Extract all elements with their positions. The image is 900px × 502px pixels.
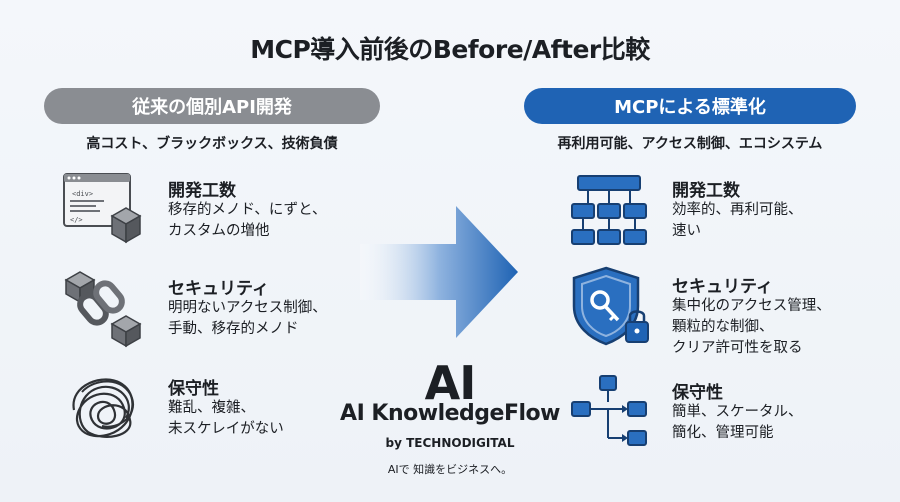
desc-line: カスタムの増他 [168,223,270,239]
desc-line: 集中化のアクセス管理、 [672,298,831,314]
svg-text:<div>: <div> [72,190,93,198]
logo-by: by TECHNODIGITAL [385,436,515,450]
before-header-pill: 従来の個別API開発 [44,88,380,124]
desc-line: 難乱、複雑、 [168,400,255,416]
after-item-desc: 集中化のアクセス管理、 顆粒的な制御、 クリア許可性を取る [672,296,831,359]
after-item-desc: 簡単、スケータル、 簡化、管理可能 [672,402,803,444]
before-item-desc: 明明ないアクセス制御、 手動、移存的メノド [168,298,327,340]
desc-line: 効率的、再利可能、 [672,202,803,218]
desc-line: 移存的メノド、にずと、 [168,202,327,218]
before-item-desc: 移存的メノド、にずと、 カスタムの増他 [168,200,326,242]
after-item-desc: 効率的、再利可能、 速い [672,200,803,242]
before-subtitle: 高コスト、ブラックボックス、技術負債 [86,136,338,152]
desc-line: 速い [672,223,701,239]
desc-line: 簡単、スケータル、 [672,404,803,420]
svg-text:</>: </> [70,216,83,224]
transition-arrow-icon [360,206,520,338]
logo-name: AI KnowledgeFlow [340,401,560,426]
after-item-heading: セキュリティ [672,277,773,297]
desc-line: 未スケレイがない [168,421,284,437]
logo-mark: AI [424,356,477,410]
desc-line: 明明ないアクセス制御、 [168,300,327,316]
desc-line: 手動、移存的メノド [168,321,299,337]
shield-key-lock-icon [570,266,652,348]
page-title: MCP導入前後のBefore/After比較 [250,35,650,64]
before-item-heading: セキュリティ [168,279,269,299]
logo-tagline: AIで 知識をビジネスへ。 [387,463,513,476]
desc-line: 簡化、管理可能 [672,425,774,441]
after-subtitle: 再利用可能、アクセス制御、エコシステム [557,136,823,152]
after-item-heading: 保守性 [672,383,723,403]
after-header-pill: MCPによる標準化 [524,88,856,124]
after-item-heading: 開発工数 [672,181,740,201]
flowchart-icon [570,374,650,450]
before-item-heading: 開発工数 [168,181,236,201]
desc-line: 顆粒的な制御、 [672,319,774,335]
before-item-desc: 難乱、複雑、 未スケレイがない [168,398,284,440]
code-window-box-icon: <div> </> [62,172,144,246]
desc-line: クリア許可性を取る [672,340,803,356]
broken-chain-icon [62,268,144,348]
modular-blocks-icon [568,174,650,248]
before-item-heading: 保守性 [168,379,219,399]
tangled-scribble-icon [64,370,144,444]
